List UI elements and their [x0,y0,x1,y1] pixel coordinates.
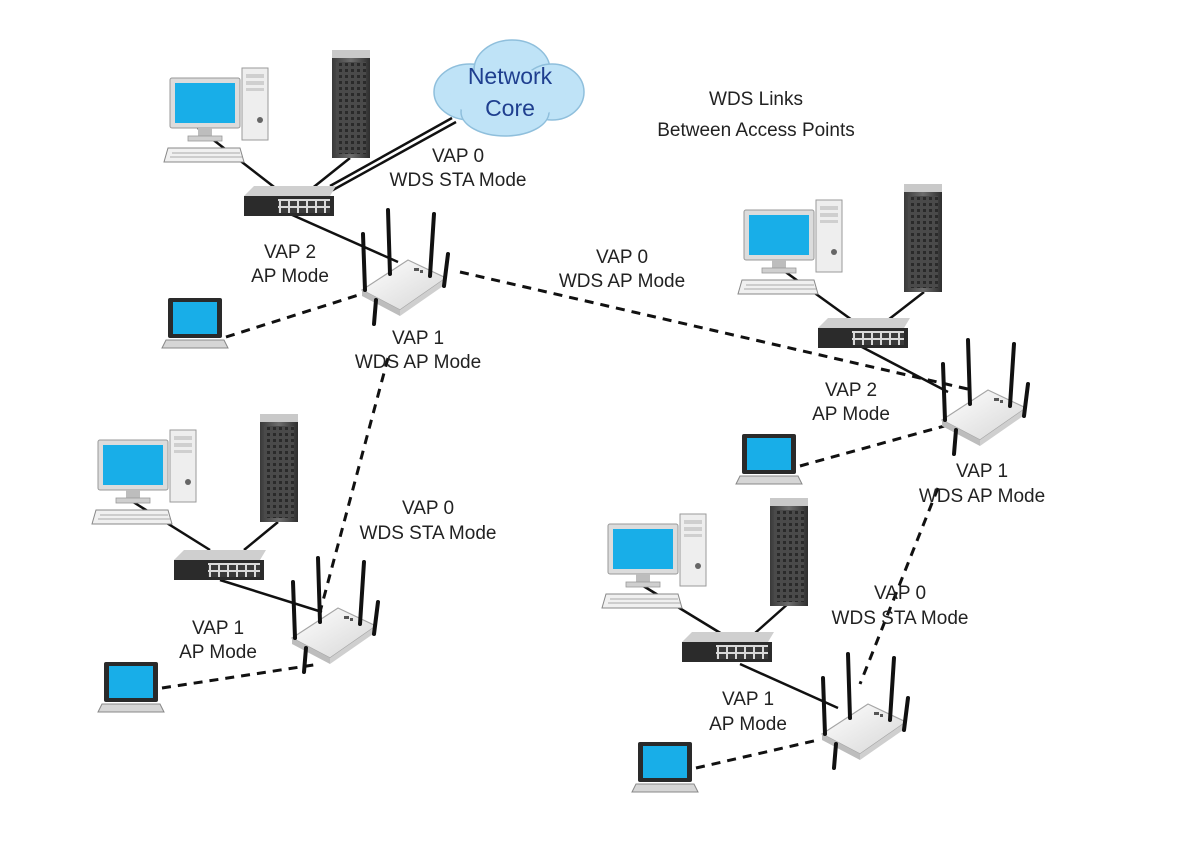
label-ap1-vap1-mode: WDS AP Mode [355,352,481,373]
label-link-vap0-mode: WDS AP Mode [559,271,685,292]
network-switch-icon [174,550,266,580]
client-link-laptop4 [695,738,819,770]
client-link-laptop3 [799,423,949,468]
cluster-bottom-right [601,498,910,793]
client-link-laptop2 [161,662,321,690]
access-point-icon [940,338,1030,456]
label-ap1-vap1-name: VAP 1 [392,328,444,349]
desktop-computer-icon [163,67,269,163]
label-ap4-vap1-mode: AP Mode [709,714,787,735]
server-tower-icon [260,414,298,522]
label-ap1-vap0-mode: WDS STA Mode [390,170,527,191]
label-ap3-vap2-name: VAP 2 [825,380,877,401]
client-link-laptop1 [225,290,369,339]
cluster-bottom-left [91,414,380,713]
label-ap1-vap0-name: VAP 0 [432,146,484,167]
laptop-icon [161,297,229,349]
wired-links [129,116,949,710]
network-switch-icon [682,632,774,662]
server-tower-icon [904,184,942,292]
label-ap1-vap2-name: VAP 2 [264,242,316,263]
label-ap3-vap2-mode: AP Mode [812,404,890,425]
desktop-computer-icon [601,513,707,609]
laptop-icon [97,661,165,713]
label-ap2-vap0-mode: WDS STA Mode [360,523,497,544]
diagram-title-line2: Between Access Points [657,120,855,141]
network-switch-icon [818,318,910,348]
label-ap3-vap1-mode: WDS AP Mode [919,486,1045,507]
access-point-icon [360,208,450,326]
network-core-label-line2: Core [485,95,535,121]
label-link-vap0-name: VAP 0 [596,247,648,268]
cluster-top-left [161,50,450,349]
server-tower-icon [332,50,370,158]
wds-link-ap1-ap3 [459,270,973,392]
laptop-icon [631,741,699,793]
label-ap1-vap2-mode: AP Mode [251,266,329,287]
wds-link-ap3-ap4 [858,487,940,685]
label-ap4-vap0-name: VAP 0 [874,583,926,604]
desktop-computer-icon [737,199,843,295]
label-ap4-vap1-name: VAP 1 [722,689,774,710]
diagram-title-line1: WDS Links [709,89,803,110]
cluster-right-top [735,184,1030,485]
network-switch-icon [244,186,336,216]
label-ap2-vap0-name: VAP 0 [402,498,454,519]
access-point-icon [290,556,380,674]
label-ap2-vap1-mode: AP Mode [179,642,257,663]
network-core-cloud: Network Core [433,39,585,137]
server-tower-icon [770,498,808,606]
label-ap3-vap1-name: VAP 1 [956,461,1008,482]
network-core-label-line1: Network [468,63,553,89]
label-ap2-vap1-name: VAP 1 [192,618,244,639]
wds-link-ap1-ap2 [318,357,390,613]
desktop-computer-icon [91,429,197,525]
label-ap4-vap0-mode: WDS STA Mode [832,608,969,629]
laptop-icon [735,433,803,485]
